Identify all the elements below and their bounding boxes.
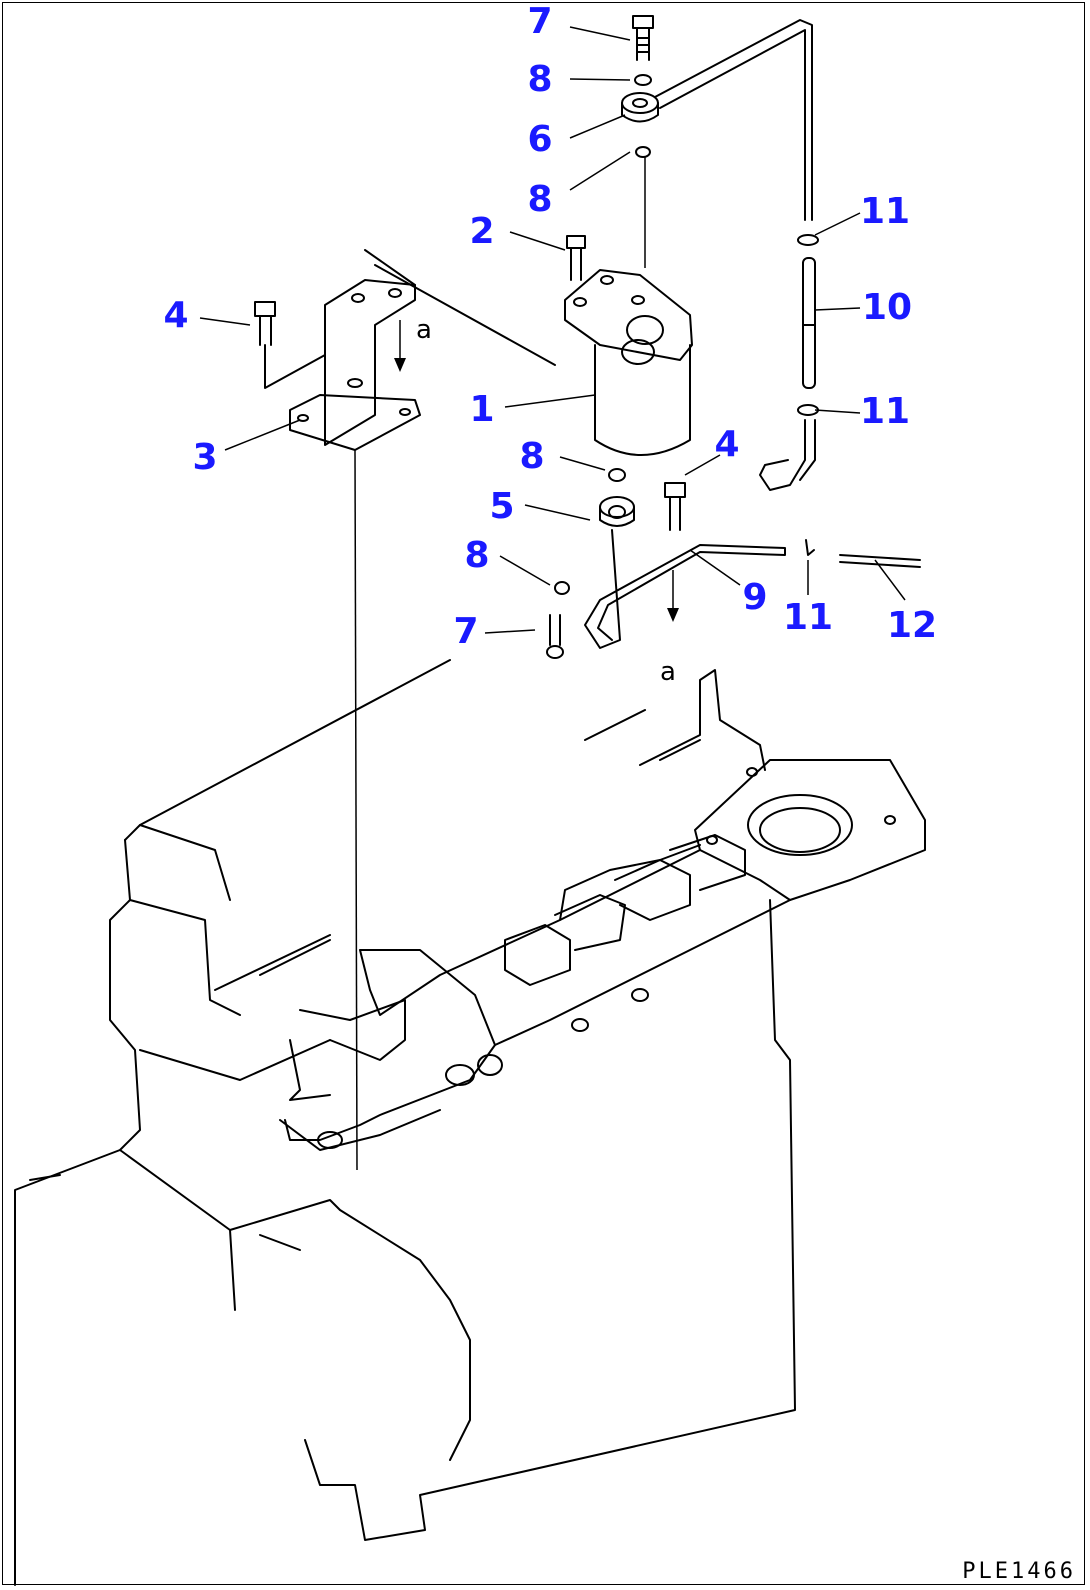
callout-5: 5	[489, 486, 515, 527]
view-marker-a-lower: a	[660, 657, 676, 687]
view-marker-a-upper: a	[416, 315, 432, 345]
clamp-11-lower	[805, 539, 815, 556]
callout-11-mid: 11	[859, 391, 911, 432]
view-arrow-a-upper	[394, 320, 406, 372]
callout-9: 9	[742, 577, 768, 618]
bolt-2	[566, 235, 586, 281]
washer-8-bottom	[554, 581, 570, 595]
callout-8-mid: 8	[527, 179, 553, 220]
washer-8-low	[608, 468, 626, 482]
bolt-7-top	[632, 15, 654, 61]
view-arrow-a-lower	[667, 570, 679, 622]
bolt-7-bottom	[546, 614, 564, 659]
engine-block	[14, 659, 926, 1586]
callout-3: 3	[192, 437, 218, 478]
center-line	[354, 449, 358, 1171]
bracket-3	[289, 249, 556, 451]
callout-8-bottom: 8	[464, 535, 490, 576]
callout-11-top: 11	[859, 191, 911, 232]
callout-7-bottom: 7	[453, 611, 479, 652]
drawing-code: PLE1466	[962, 1559, 1076, 1584]
eye-joint-6	[621, 19, 813, 221]
leader-lines	[199, 26, 906, 634]
hose-10	[759, 234, 819, 491]
washer-8-mid	[635, 146, 651, 158]
callout-8-low: 8	[519, 436, 545, 477]
callout-4-left: 4	[163, 295, 189, 336]
bolt-4-left	[254, 301, 326, 389]
callout-6: 6	[527, 119, 553, 160]
callout-11-bottom: 11	[782, 597, 834, 638]
callout-10: 10	[861, 287, 913, 328]
pipe-12	[839, 554, 921, 561]
bolt-4-right	[664, 482, 686, 531]
eye-joint-5	[584, 496, 786, 649]
callout-2: 2	[469, 211, 495, 252]
callout-4-right: 4	[714, 424, 740, 465]
callout-8-top: 8	[527, 59, 553, 100]
callout-12: 12	[886, 605, 938, 646]
fuel-filter-1	[564, 269, 693, 456]
washer-8-top	[634, 74, 652, 86]
callout-7-top: 7	[527, 1, 553, 42]
callout-1: 1	[469, 389, 495, 430]
